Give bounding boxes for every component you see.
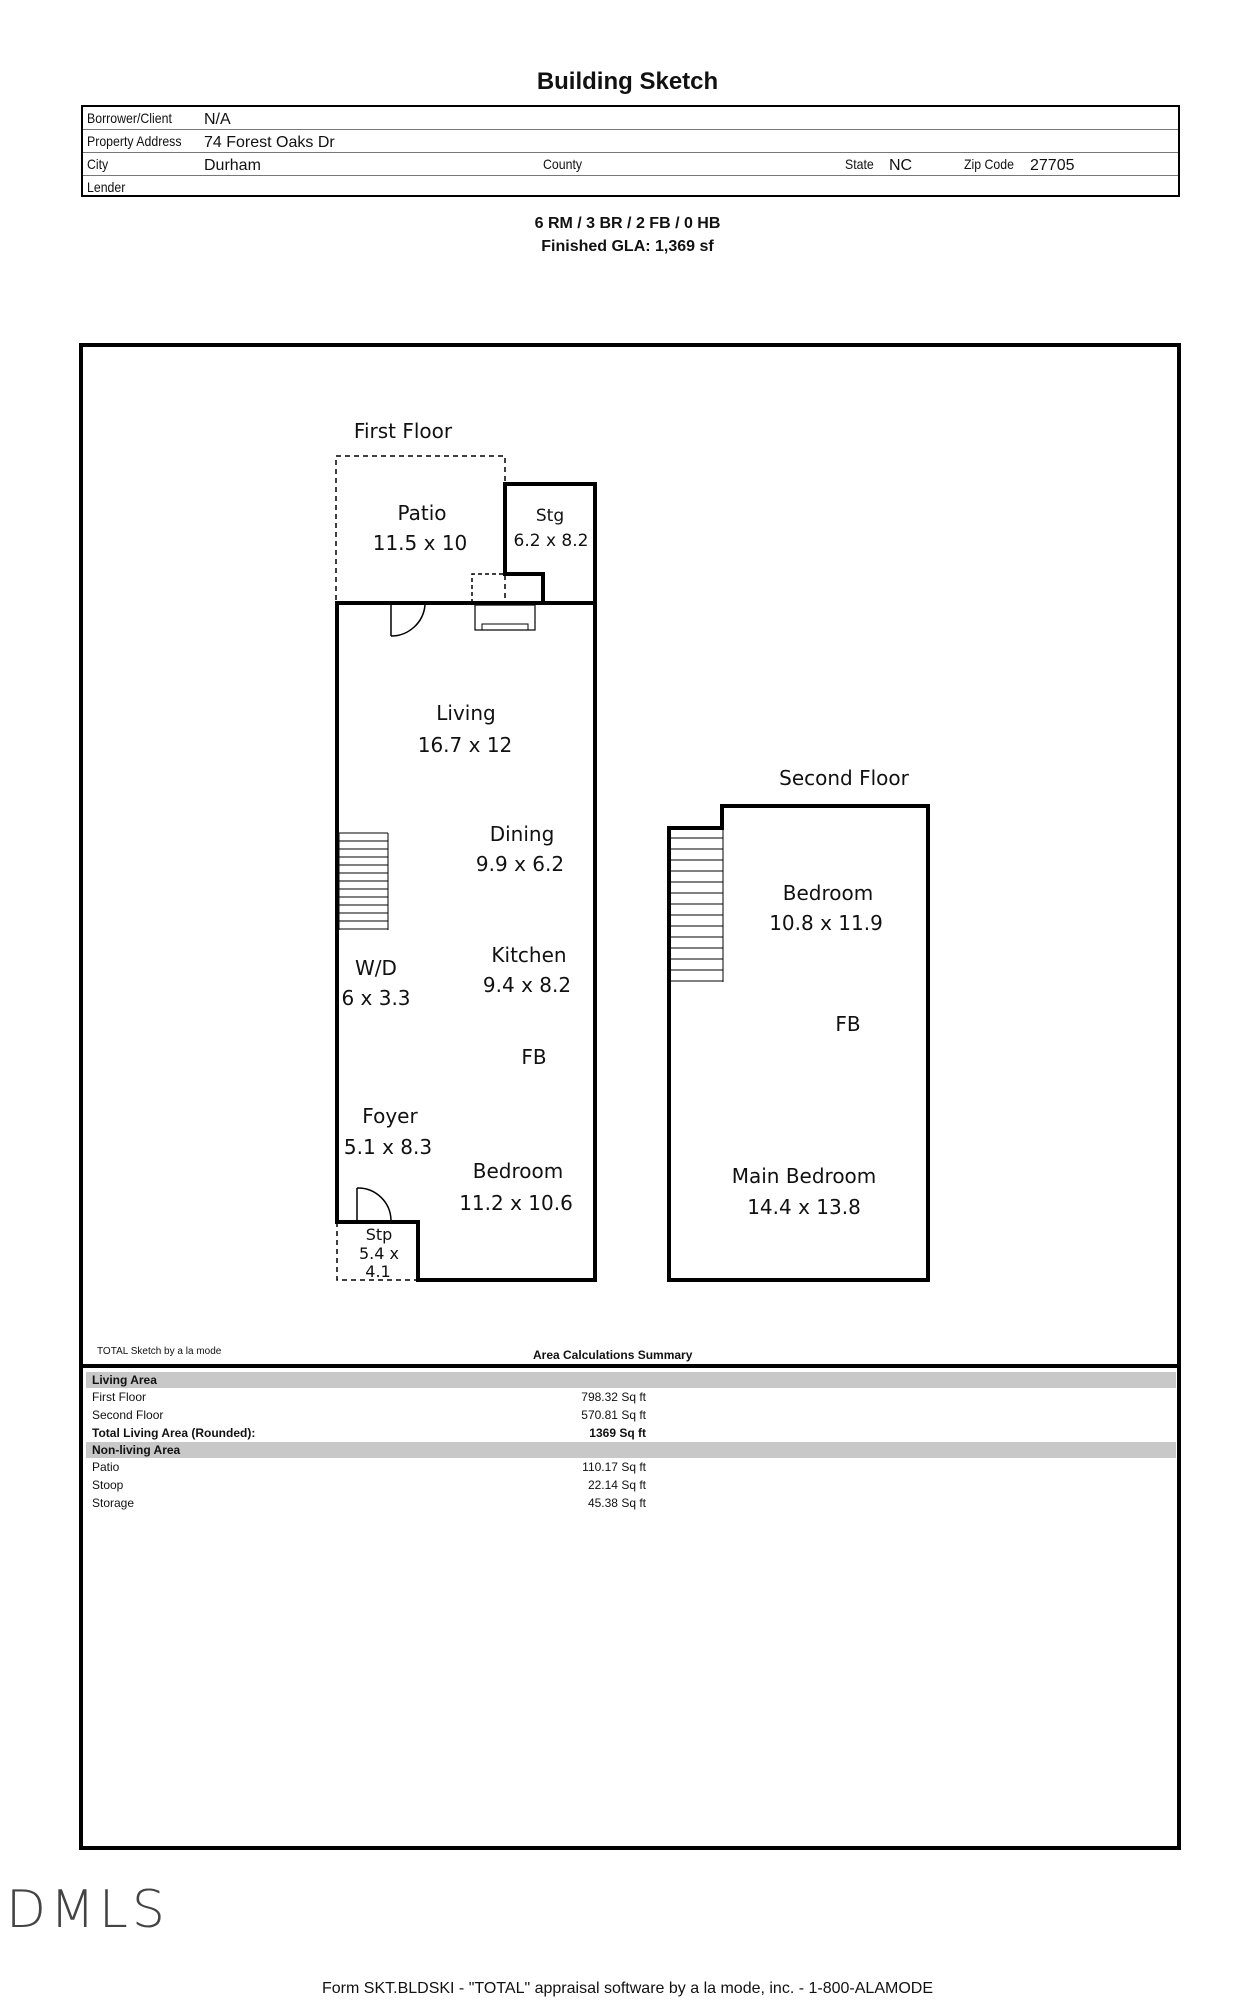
main-bedroom-dim: 14.4 x 13.8 (747, 1195, 861, 1219)
calc-row: First Floor 798.32 Sq ft (86, 1388, 1176, 1406)
first-bedroom-dim: 11.2 x 10.6 (459, 1191, 573, 1215)
second-floor-stairs (671, 830, 724, 982)
sketch-frame (79, 343, 1181, 1850)
first-floor-label: First Floor (354, 419, 453, 443)
calc-row: Second Floor 570.81 Sq ft (86, 1406, 1176, 1424)
lender-row: Lender (83, 176, 1178, 198)
patio-area-value: 110.17 Sq ft (582, 1460, 646, 1474)
second-floor-plan: Second Floor Bedroom 10.8 x 11.9 FB Main… (667, 766, 930, 1282)
second-floor-label: Second Floor (779, 766, 909, 790)
borrower-row: Borrower/Client N/A (83, 107, 1178, 130)
zip-value: 27705 (1030, 157, 1075, 174)
sketch-credit: TOTAL Sketch by a la mode (97, 1346, 222, 1357)
storage-name: Stg (536, 506, 564, 526)
stoop-name: Stp (366, 1225, 393, 1244)
calc-row: Patio 110.17 Sq ft (86, 1458, 1176, 1476)
area-calc-title: Area Calculations Summary (533, 1348, 693, 1362)
foyer-dim: 5.1 x 8.3 (344, 1135, 432, 1159)
address-row: Property Address 74 Forest Oaks Dr (83, 130, 1178, 153)
stoop-area-value: 22.14 Sq ft (587, 1478, 646, 1492)
stoop-outline (336, 1222, 418, 1281)
total-area-label: Total Living Area (Rounded): (92, 1426, 256, 1440)
calc-row: Total Living Area (Rounded): 1369 Sq ft (86, 1424, 1176, 1442)
patio-door (390, 604, 428, 637)
second-bedroom-name: Bedroom (783, 881, 873, 905)
address-value: 74 Forest Oaks Dr (204, 134, 335, 151)
second-bedroom-dim: 10.8 x 11.9 (769, 911, 883, 935)
living-dim: 16.7 x 12 (418, 733, 513, 757)
first-bedroom-name: Bedroom (473, 1159, 563, 1183)
zip-label: Zip Code (964, 156, 1014, 172)
floor-plan: First Floor Patio 11.5 x 10 Stg 6.2 x 8.… (335, 419, 930, 1282)
second-floor-outline (667, 804, 930, 1282)
fireplace (474, 604, 536, 631)
dining-name: Dining (490, 822, 555, 846)
city-row: City Durham County State NC Zip Code 277… (83, 153, 1178, 176)
borrower-label: Borrower/Client (87, 110, 172, 126)
living-name: Living (436, 701, 495, 725)
gla-summary: Finished GLA: 1,369 sf (541, 238, 714, 255)
foyer-name: Foyer (362, 1104, 418, 1128)
form-footer: Form SKT.BLDSKI - "TOTAL" appraisal soft… (322, 1980, 933, 1997)
storage-dim: 6.2 x 8.2 (514, 531, 589, 551)
main-bedroom-name: Main Bedroom (732, 1164, 877, 1188)
area-calculations: Living Area First Floor 798.32 Sq ft Sec… (86, 1372, 1176, 1512)
wd-dim: 6 x 3.3 (341, 986, 410, 1010)
first-floor-bath: FB (521, 1045, 546, 1069)
kitchen-name: Kitchen (491, 943, 566, 967)
county-label: County (543, 156, 583, 172)
first-floor-plan: First Floor Patio 11.5 x 10 Stg 6.2 x 8.… (335, 419, 597, 1282)
calc-row: Stoop 22.14 Sq ft (86, 1476, 1176, 1494)
city-value: Durham (204, 157, 261, 174)
wd-name: W/D (355, 956, 397, 980)
second-floor-bath: FB (835, 1012, 860, 1036)
frame-divider (79, 1364, 1181, 1368)
state-label: State (845, 156, 874, 172)
borrower-value: N/A (204, 111, 231, 128)
address-label: Property Address (87, 133, 182, 149)
closet-dashed (471, 573, 505, 603)
kitchen-dim: 9.4 x 8.2 (483, 973, 571, 997)
lender-label: Lender (87, 179, 126, 195)
room-count-summary: 6 RM / 3 BR / 2 FB / 0 HB (534, 215, 721, 232)
first-floor-area-value: 798.32 Sq ft (581, 1390, 646, 1404)
storage-area-label: Storage (92, 1496, 135, 1510)
calc-row: Storage 45.38 Sq ft (86, 1494, 1176, 1512)
city-label: City (87, 156, 109, 172)
nonliving-area-header: Non-living Area (86, 1442, 1176, 1458)
property-info-table: Borrower/Client N/A Property Address 74 … (81, 105, 1180, 197)
dmls-watermark: DMLS (6, 1880, 169, 1940)
second-floor-area-value: 570.81 Sq ft (581, 1408, 646, 1422)
stoop-area-label: Stoop (92, 1478, 124, 1492)
patio-name: Patio (397, 501, 446, 525)
second-floor-area-label: Second Floor (92, 1408, 164, 1422)
state-value: NC (889, 157, 913, 174)
living-area-header: Living Area (86, 1372, 1176, 1388)
first-floor-area-label: First Floor (92, 1390, 146, 1404)
patio-area-label: Patio (92, 1460, 120, 1474)
dining-dim: 9.9 x 6.2 (476, 852, 564, 876)
stoop-dim-1: 5.4 x (359, 1244, 399, 1263)
page-title: Building Sketch (536, 68, 719, 95)
patio-dim: 11.5 x 10 (373, 531, 468, 555)
first-floor-stairs (338, 832, 389, 930)
front-door (356, 1187, 392, 1221)
total-area-value: 1369 Sq ft (589, 1426, 646, 1440)
patio-outline (335, 455, 506, 600)
stoop-dim-2: 4.1 (365, 1262, 390, 1281)
storage-area-value: 45.38 Sq ft (587, 1496, 646, 1510)
